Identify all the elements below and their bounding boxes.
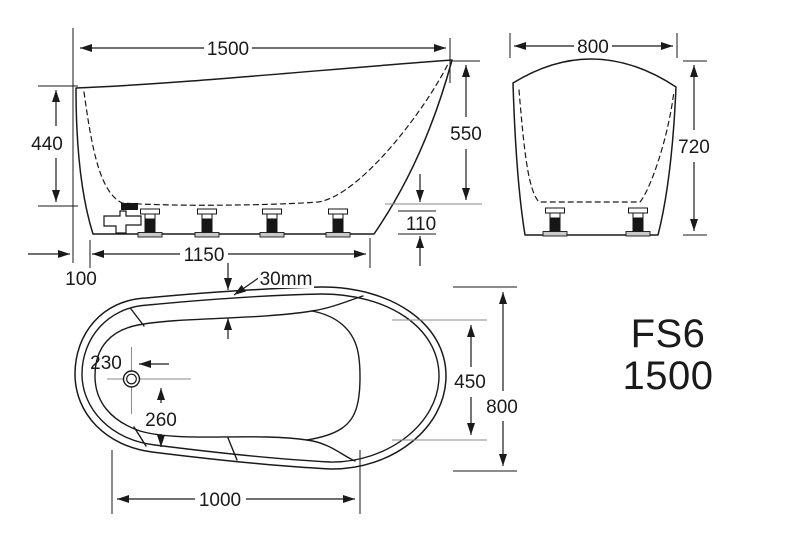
dim-base-offset-label: 100 [65,269,97,290]
tub-plan-well [306,310,361,441]
product-model-label: FS6 [631,312,706,356]
end-view: 800 720 [509,33,713,237]
waste-drain-mark [122,370,141,388]
waste-trap-cap [121,203,138,210]
dim-waste-offset-side-label: 260 [145,410,177,431]
transition-mark [227,437,238,461]
dim-waste-offset-end-label: 230 [90,353,122,374]
dim-inner-width-label: 450 [454,372,486,393]
side-view: 1500 440 550 110 [28,28,485,290]
tub-plan-bowl-edge [94,295,364,462]
tub-side-outline [75,59,453,235]
dim-inner-length-label: 1000 [199,490,241,511]
dim-overall-length-label: 1500 [207,39,249,60]
transition-mark [133,426,147,447]
tub-end-inner-dashed [518,89,675,203]
transition-mark [130,308,145,327]
product-code: FS6 1500 [623,312,714,398]
waste-drain-inner [126,373,137,385]
dim-base-clearance-label: 110 [406,214,436,235]
tub-side-inner-dashed [83,63,449,206]
dim-end-height-label: 720 [678,137,710,158]
dim-end-width-label: 800 [577,37,609,58]
dim-back-height-label: 440 [31,134,63,155]
dim-front-height-label: 550 [450,124,482,145]
waste-trap-body [103,210,142,234]
plan-view: 30mm 230 260 450 800 [74,263,521,514]
dim-rim-thickness-label: 30mm [260,269,313,290]
dim-base-length-label: 1150 [184,245,225,266]
tub-end-outline [512,58,677,236]
dim-plan-width-label: 800 [486,397,518,418]
product-size-label: 1500 [623,354,714,398]
